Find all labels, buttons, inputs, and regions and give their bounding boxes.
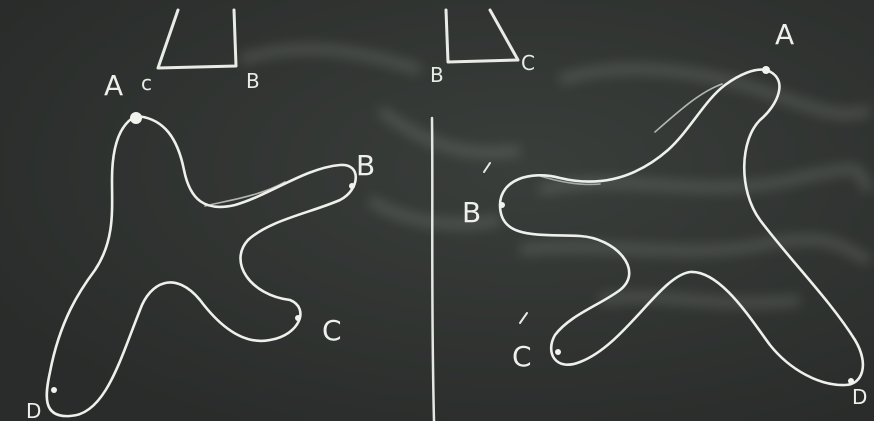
right-point-c: [555, 349, 561, 355]
right-point-a: [762, 66, 770, 74]
right-tick-c: [519, 312, 528, 324]
left-label-d: D: [26, 399, 41, 421]
left-point-c: [295, 315, 301, 321]
left-top-label-b: B: [246, 69, 260, 93]
right-label-d: D: [852, 385, 867, 409]
right-tick-b: [483, 162, 491, 173]
right-curve-trace: [654, 83, 723, 133]
right-top-label-c: C: [521, 51, 535, 75]
right-label-b: B: [462, 196, 481, 229]
right-top-trapezoid: [444, 8, 520, 64]
left-top-label-c: c: [141, 71, 152, 95]
right-point-b: [499, 202, 505, 208]
left-label-c: C: [322, 314, 342, 347]
left-label-b: B: [356, 149, 375, 182]
right-label-a: A: [775, 18, 794, 51]
left-figure: c B A B C D: [26, 8, 375, 421]
left-point-d: [51, 387, 57, 393]
right-label-c: C: [512, 340, 532, 373]
right-top-label-b: B: [430, 63, 444, 87]
right-curve-trace-b: [539, 175, 601, 186]
left-point-b: [349, 183, 355, 189]
right-point-d: [848, 378, 854, 384]
divider-line: [430, 116, 436, 421]
erased-smudges: [238, 44, 874, 308]
left-point-a: [130, 112, 142, 124]
left-curve-trace: [204, 181, 286, 207]
right-curve: [498, 68, 865, 387]
left-top-trapezoid: [156, 8, 238, 70]
left-label-a: A: [104, 69, 123, 102]
left-curve: [45, 114, 357, 418]
right-figure: B C A B C D: [430, 8, 867, 409]
